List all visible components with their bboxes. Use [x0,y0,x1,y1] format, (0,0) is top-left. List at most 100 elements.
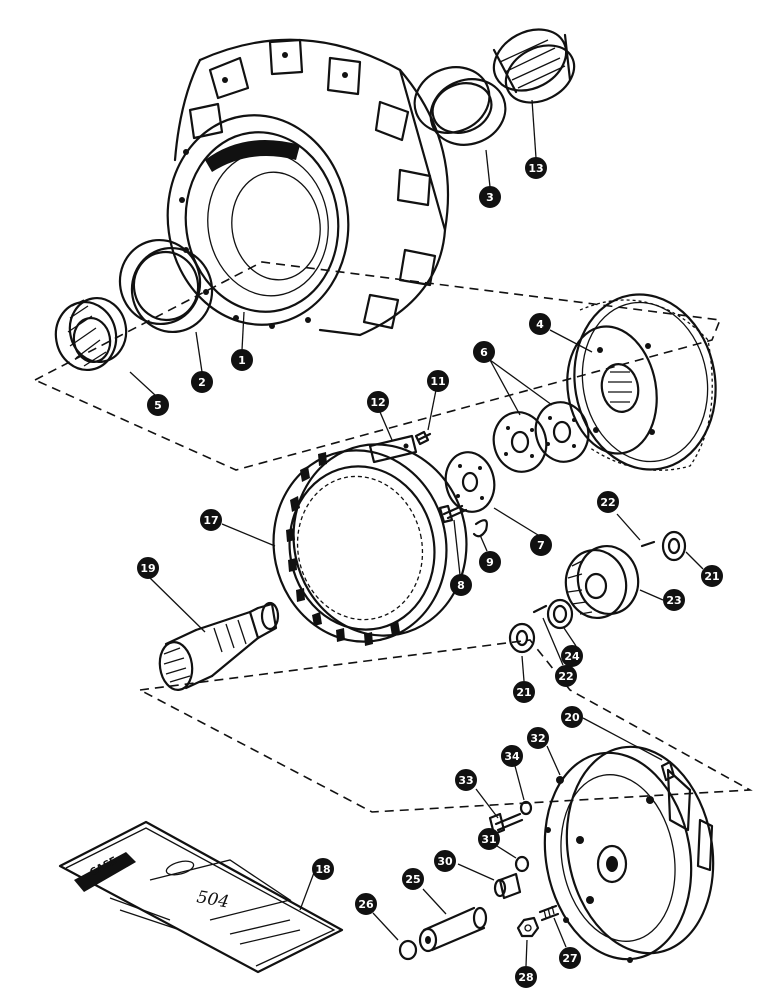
callout-number: 11 [430,375,445,388]
thrust-washer-21-upper [661,530,687,562]
small-bolt-11 [414,430,432,446]
callout-badge [191,371,213,393]
callout-badge [663,589,685,611]
callout-number: 27 [562,952,577,965]
set-screw-27 [538,904,560,922]
seal-31 [514,855,530,873]
axle-shaft [158,601,280,691]
callout-c28: 28 [515,966,537,988]
callout-c3: 3 [479,186,501,208]
callout-number: 13 [528,162,543,175]
bearing-cup-top [413,66,507,146]
callout-badge [597,491,619,513]
callout-c26: 26 [355,893,377,915]
callout-c5: 5 [147,394,169,416]
callout-badge [559,947,581,969]
callout-number: 33 [458,774,473,787]
callout-number: 19 [140,562,155,575]
bearing-cone-top [492,28,576,104]
callout-c7: 7 [530,534,552,556]
callout-badge [525,157,547,179]
callout-number: 18 [315,863,330,876]
planet-pin-25 [418,906,488,953]
callout-badge [529,313,551,335]
callout-c25: 25 [402,868,424,890]
thrust-washer-21-lower [508,622,536,654]
callout-number: 22 [558,670,573,683]
thrust-washer-a [492,411,548,473]
roll-pin-20 [660,760,676,782]
callout-badge [312,858,334,880]
callout-number: 1 [238,354,246,367]
callout-number: 31 [481,833,496,846]
package-product-number: 504 [195,887,230,912]
callout-number: 21 [704,570,719,583]
callout-c11: 11 [427,370,449,392]
callout-number: 21 [516,686,531,699]
callout-badge [147,394,169,416]
callout-badge [478,828,500,850]
callout-c21a: 21 [701,565,723,587]
callout-c18: 18 [312,858,334,880]
callout-c22b: 22 [555,665,577,687]
callout-badge [427,370,449,392]
retainer-plate [444,451,496,513]
lower-group-outline [137,639,753,813]
washer-34 [519,800,533,816]
callout-badge [501,745,523,767]
needle-roller-22-lower [532,604,548,614]
plug-30 [493,872,522,900]
callout-c32: 32 [527,727,549,749]
callout-c17: 17 [200,509,222,531]
o-ring-26 [398,939,418,961]
callout-badge [701,565,723,587]
callout-badge [434,850,456,872]
callout-c13: 13 [525,157,547,179]
callout-number: 8 [457,579,465,592]
ring-gear [272,443,468,646]
callout-number: 30 [437,855,453,868]
callout-badge [367,391,389,413]
callout-badge [402,868,424,890]
washer-24 [546,598,574,630]
callout-number: 26 [358,898,374,911]
planet-carrier-cover [543,745,715,963]
callout-c33: 33 [455,769,477,791]
callout-badge [479,551,501,573]
callout-c24: 24 [561,645,583,667]
callout-badge [513,681,535,703]
large-gear [566,293,717,471]
callout-c34: 34 [501,745,523,767]
callout-badge [561,645,583,667]
callout-number: 28 [518,971,533,984]
callout-badge [555,665,577,687]
callout-number: 22 [600,496,615,509]
callout-number: 2 [198,376,206,389]
callout-c1: 1 [231,349,253,371]
sealant-package [58,820,344,974]
callout-badge [479,186,501,208]
callout-number: 23 [666,594,681,607]
leader-lines [129,99,704,967]
callout-c30: 30 [434,850,456,872]
callout-layer: 1234567891112131718192021212222232425262… [137,157,723,988]
nut-28 [516,916,540,938]
needle-roller-22-upper [640,540,656,548]
upper-group-outline [33,261,722,471]
callout-c20: 20 [561,706,583,728]
callout-c31: 31 [478,828,500,850]
callout-number: 34 [504,750,520,763]
callout-badge [200,509,222,531]
callout-number: 24 [564,650,580,663]
callout-number: 9 [486,556,494,569]
callout-number: 25 [405,873,420,886]
callout-number: 17 [203,514,218,527]
callout-number: 7 [537,539,545,552]
callout-badge [515,966,537,988]
callout-badge [455,769,477,791]
callout-number: 20 [564,711,580,724]
callout-c21b: 21 [513,681,535,703]
callout-c12: 12 [367,391,389,413]
callout-c22a: 22 [597,491,619,513]
